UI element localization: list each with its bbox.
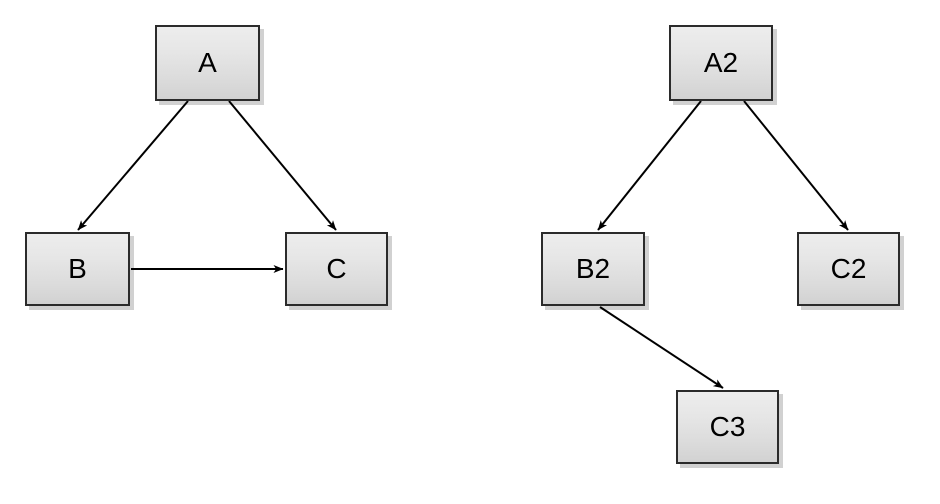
node-label-b2: B2 [575,253,611,284]
node-b[interactable]: B [25,232,130,306]
node-c[interactable]: C [285,232,388,306]
edge-a2-to-b2 [597,100,702,231]
node-c3[interactable]: C3 [676,390,779,464]
node-a2[interactable]: A2 [669,25,773,101]
edge-a-to-b [77,100,189,231]
node-label-a: A [198,47,217,78]
node-c2[interactable]: C2 [797,232,900,306]
edge-a-to-c [228,100,337,231]
node-label-a2: A2 [703,47,739,78]
node-label-c: C [326,253,347,284]
edge-b2-to-c3 [599,306,724,389]
node-a[interactable]: A [155,25,260,101]
node-b2[interactable]: B2 [541,232,645,306]
node-label-b: B [68,253,87,284]
node-label-c2: C2 [830,253,867,284]
edge-a2-to-c2 [743,100,849,231]
node-label-c3: C3 [709,411,746,442]
